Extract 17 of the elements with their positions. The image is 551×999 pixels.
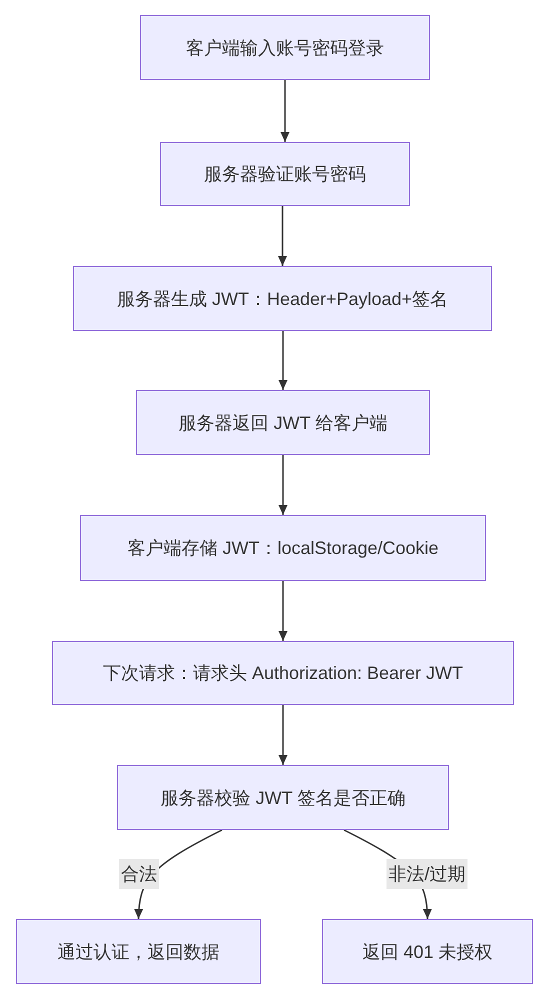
process-box: 返回 401 未授权 — [322, 919, 533, 984]
arrow — [280, 80, 290, 142]
process-box: 服务器校验 JWT 签名是否正确 — [117, 765, 449, 830]
edge-label: 合法 — [119, 859, 159, 889]
edge-label: 非法/过期 — [386, 859, 468, 889]
arrow — [278, 206, 287, 266]
process-box: 服务器返回 JWT 给客户端 — [136, 390, 430, 455]
process-box: 服务器生成 JWT：Header+Payload+签名 — [73, 266, 492, 331]
process-box: 下次请求：请求头 Authorization: Bearer JWT — [52, 641, 514, 705]
arrow — [278, 581, 288, 641]
process-box: 通过认证，返回数据 — [16, 919, 261, 984]
process-box: 服务器验证账号密码 — [160, 142, 410, 206]
process-box: 客户端存储 JWT：localStorage/Cookie — [80, 515, 486, 581]
arrow — [278, 705, 288, 765]
arrow — [278, 455, 288, 515]
arrow — [278, 331, 288, 390]
process-box: 客户端输入账号密码登录 — [140, 15, 430, 80]
